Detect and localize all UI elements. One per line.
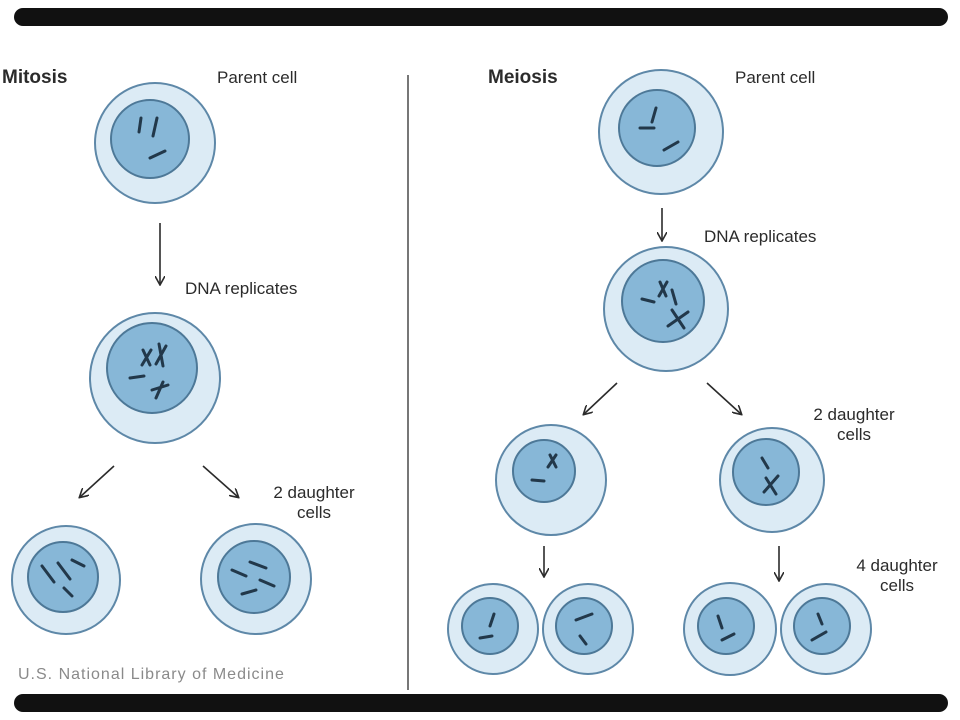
meiosis-right-split-arrow: [706, 382, 741, 414]
chromosomes: [530, 453, 558, 483]
chromosomes: [638, 106, 680, 152]
mitosis-parent-label: Parent cell: [217, 68, 298, 87]
meiosis-four-daughter-label-line2: cells: [879, 576, 914, 595]
meiosis-final-cell-4: [780, 583, 872, 675]
credit-text: U.S. National Library of Medicine: [18, 666, 285, 683]
meiosis-daughter-label: 2 daughter cells: [794, 405, 914, 445]
cell-nucleus: [217, 540, 291, 614]
chromosomes: [574, 612, 594, 646]
mitosis-daughter-label: 2 daughter cells: [254, 483, 374, 523]
frame-top-bar: [14, 8, 948, 26]
chromosomes: [40, 558, 86, 598]
chromosomes: [716, 614, 736, 642]
chromosomes: [760, 456, 780, 496]
mitosis-replicate-label: DNA replicates: [185, 279, 298, 298]
mitosis-daughter-cell-right: [200, 523, 312, 635]
meiosis-four-daughter-label: 4 daughter cells: [842, 556, 952, 596]
meiosis-final-cell-3: [683, 582, 777, 676]
cell-nucleus: [793, 597, 851, 655]
mitosis-replicated-cell: [89, 312, 221, 444]
meiosis-final-cell-1: [447, 583, 539, 675]
meiosis-daughter-label-line1: 2 daughter: [813, 405, 895, 424]
chromosomes: [810, 612, 828, 642]
meiosis-replicated-cell: [603, 246, 729, 372]
frame-bottom-bar: [14, 694, 948, 712]
mitosis-parent-cell: [94, 82, 216, 204]
meiosis-daughter-label-line2: cells: [836, 425, 871, 444]
cell-nucleus: [621, 259, 705, 343]
meiosis-replicate-label: DNA replicates: [704, 227, 817, 246]
chromosomes: [640, 280, 690, 330]
cell-nucleus: [106, 322, 198, 414]
meiosis-second-cell-right: [719, 427, 825, 533]
chromosomes: [478, 612, 496, 640]
cell-nucleus: [618, 89, 696, 167]
meiosis-parent-label: Parent cell: [735, 68, 816, 87]
meiosis-parent-cell: [598, 69, 724, 195]
mitosis-right-split-arrow: [202, 465, 238, 497]
chromosomes: [128, 342, 170, 400]
chromosomes: [230, 560, 276, 596]
mitosis-daughter-label-line1: 2 daughter: [273, 483, 355, 502]
meiosis-final-cell-2: [542, 583, 634, 675]
meiosis-left-split-arrow: [584, 382, 618, 414]
cell-nucleus: [555, 597, 613, 655]
cell-nucleus: [110, 99, 190, 179]
mitosis-daughter-label-line2: cells: [296, 503, 331, 522]
meiosis-title: Meiosis: [488, 67, 558, 88]
meiosis-second-cell-left: [495, 424, 607, 536]
cell-nucleus: [512, 439, 576, 503]
mitosis-left-split-arrow: [80, 465, 115, 497]
mitosis-daughter-cell-left: [11, 525, 121, 635]
chromosomes: [137, 116, 167, 160]
meiosis-four-daughter-label-line1: 4 daughter: [856, 556, 938, 575]
cell-nucleus: [732, 438, 800, 506]
cell-nucleus: [27, 541, 99, 613]
mitosis-title: Mitosis: [2, 67, 68, 88]
cell-nucleus: [697, 597, 755, 655]
